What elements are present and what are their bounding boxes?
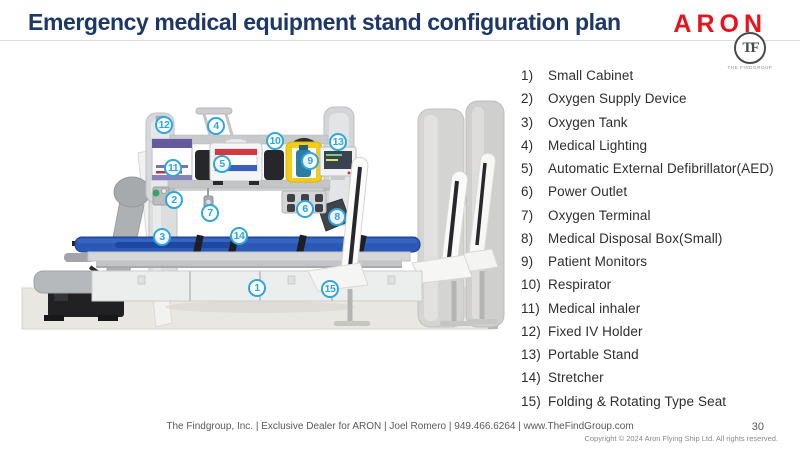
equipment-item-number: 15) bbox=[521, 393, 541, 409]
equipment-item-number: 13) bbox=[521, 347, 541, 363]
callout-oxygen-terminal: 7 bbox=[201, 204, 219, 222]
equipment-item-label: Stretcher bbox=[548, 370, 604, 386]
equipment-list-item: 6) Power Outlet bbox=[521, 180, 793, 203]
callout-medical-inhaler: 11 bbox=[164, 159, 182, 177]
equipment-item-label: Oxygen Supply Device bbox=[548, 91, 687, 107]
equipment-item-number: 2) bbox=[521, 91, 534, 107]
equipment-item-number: 12) bbox=[521, 323, 541, 339]
callout-portable-stand: 13 bbox=[329, 133, 347, 151]
equipment-list-item: 15) Folding & Rotating Type Seat bbox=[521, 390, 793, 413]
findgroup-logo-text: THE FINDGROUP bbox=[727, 65, 773, 70]
equipment-list-item: 14) Stretcher bbox=[521, 366, 793, 389]
footer-info: The Findgroup, Inc. | Exclusive Dealer f… bbox=[166, 421, 634, 432]
equipment-item-number: 5) bbox=[521, 161, 534, 177]
equipment-list-item: 5) Automatic External Defibrillator(AED) bbox=[521, 157, 793, 180]
equipment-item-number: 4) bbox=[521, 137, 534, 153]
seat-armrest bbox=[64, 253, 94, 262]
callout-folding-rotating-seat: 15 bbox=[321, 280, 339, 298]
equipment-list: 1) Small Cabinet 2) Oxygen Supply Device 3) O… bbox=[521, 64, 793, 413]
equipment-item-label: Automatic External Defibrillator(AED) bbox=[548, 161, 774, 177]
equipment-item-label: Small Cabinet bbox=[548, 68, 634, 84]
callout-oxygen-tank: 3 bbox=[153, 228, 171, 246]
equipment-item-label: Oxygen Tank bbox=[548, 114, 628, 130]
equipment-item-number: 11) bbox=[521, 300, 540, 316]
page-number: 30 bbox=[751, 421, 764, 433]
page-title: Emergency medical equipment stand config… bbox=[28, 9, 621, 35]
callout-medical-disposal-box: 8 bbox=[328, 208, 346, 226]
equipment-item-label: Portable Stand bbox=[548, 347, 639, 363]
folding-seat-right bbox=[411, 170, 474, 326]
equipment-item-label: Patient Monitors bbox=[548, 254, 648, 270]
equipment-item-label: Respirator bbox=[548, 277, 612, 293]
equipment-list-item: 9) Patient Monitors bbox=[521, 250, 793, 273]
findgroup-monogram-icon: TF bbox=[734, 32, 766, 64]
callout-patient-monitors: 9 bbox=[301, 152, 319, 170]
equipment-item-label: Medical Lighting bbox=[548, 137, 648, 153]
equipment-item-number: 7) bbox=[521, 207, 534, 223]
folding-seat-middle bbox=[307, 156, 370, 326]
title-divider bbox=[0, 40, 800, 41]
equipment-list-item: 4) Medical Lighting bbox=[521, 134, 793, 157]
callout-aed: 5 bbox=[213, 155, 231, 173]
callout-fixed-iv-holder: 12 bbox=[155, 116, 173, 134]
equipment-bag-right bbox=[264, 150, 284, 180]
equipment-list-item: 3) Oxygen Tank bbox=[521, 111, 793, 134]
equipment-item-label: Power Outlet bbox=[548, 184, 628, 200]
equipment-list-item: 8) Medical Disposal Box(Small) bbox=[521, 227, 793, 250]
equipment-item-number: 14) bbox=[521, 370, 541, 386]
equipment-item-label: Medical inhaler bbox=[548, 300, 641, 316]
equipment-item-label: Fixed IV Holder bbox=[548, 323, 643, 339]
equipment-item-number: 8) bbox=[521, 230, 534, 246]
equipment-list-item: 1) Small Cabinet bbox=[521, 64, 793, 87]
callout-stretcher: 14 bbox=[230, 227, 248, 245]
findgroup-logo: TF THE FINDGROUP bbox=[727, 32, 773, 70]
callout-respirator: 10 bbox=[266, 132, 284, 150]
equipment-item-label: Oxygen Terminal bbox=[548, 207, 651, 223]
equipment-item-label: Medical Disposal Box(Small) bbox=[548, 230, 723, 246]
equipment-list-item: 11) Medical inhaler bbox=[521, 297, 793, 320]
equipment-item-label: Folding & Rotating Type Seat bbox=[548, 393, 727, 409]
ambulance-interior-illustration bbox=[21, 100, 505, 330]
rear-panels bbox=[411, 100, 505, 328]
callout-power-outlet: 6 bbox=[296, 200, 314, 218]
equipment-item-number: 6) bbox=[521, 184, 534, 200]
equipment-list-item: 2) Oxygen Supply Device bbox=[521, 87, 793, 110]
equipment-list-item: 7) Oxygen Terminal bbox=[521, 204, 793, 227]
equipment-item-number: 1) bbox=[521, 68, 534, 84]
callout-small-cabinet: 1 bbox=[248, 279, 266, 297]
equipment-item-number: 10) bbox=[521, 277, 541, 293]
callout-medical-lighting: 4 bbox=[207, 117, 225, 135]
equipment-list-item: 12) Fixed IV Holder bbox=[521, 320, 793, 343]
copyright-text: Copyright © 2024 Aron Flying Ship Ltd. A… bbox=[584, 434, 778, 443]
equipment-item-number: 9) bbox=[521, 254, 534, 270]
equipment-list-item: 13) Portable Stand bbox=[521, 343, 793, 366]
equipment-list-item: 10) Respirator bbox=[521, 273, 793, 296]
equipment-item-number: 3) bbox=[521, 114, 534, 130]
callout-oxygen-supply-device: 2 bbox=[165, 191, 183, 209]
